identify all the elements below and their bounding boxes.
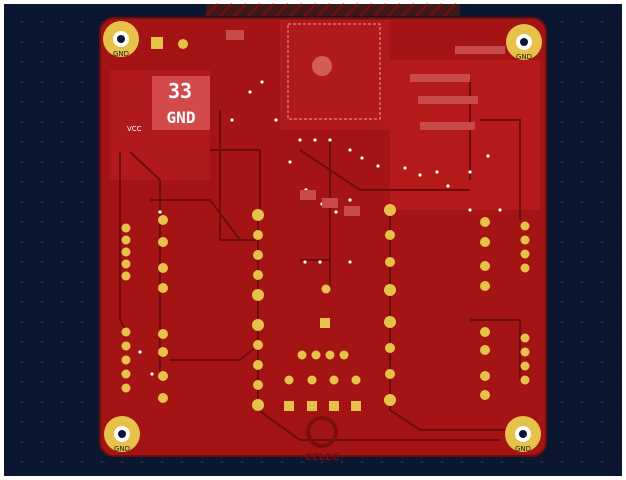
vias [138,80,502,376]
dip-pins-left [252,209,264,411]
display-text: GND [167,108,196,127]
pad-square-top-left [151,37,163,49]
gnd-label-bottom-right: GND [515,445,531,453]
thermal-pad [312,56,332,76]
header-right [480,217,530,400]
celec-logo-icon: CELEC [305,416,340,463]
component-left-pins [158,215,168,403]
gnd-label-bottom-left: GND [114,445,130,453]
smd-components [300,46,505,216]
hatch-lines [205,3,457,17]
vcc-label: VCC [127,125,142,133]
header-left [121,223,131,393]
mcu-footprint [280,20,390,130]
display-module [152,76,210,130]
mcu-outline [287,23,381,120]
mounting-hole-top-left: GND [103,21,139,58]
dip-pins-right [384,204,396,406]
copper-pour-right [390,60,540,210]
smd-top [226,30,244,40]
center-pins [284,284,361,411]
silk-logo-text: CELEC [305,452,340,463]
mounting-hole-bottom-left: GND [104,416,140,453]
gnd-label-top-right: GND [516,53,532,61]
display-code: 33 [168,79,192,103]
gnd-label-top-left: GND [113,50,129,58]
mounting-hole-bottom-right: GND [505,416,541,453]
mounting-hole-top-right: GND [506,24,542,61]
pad-round-top-left [178,39,188,49]
